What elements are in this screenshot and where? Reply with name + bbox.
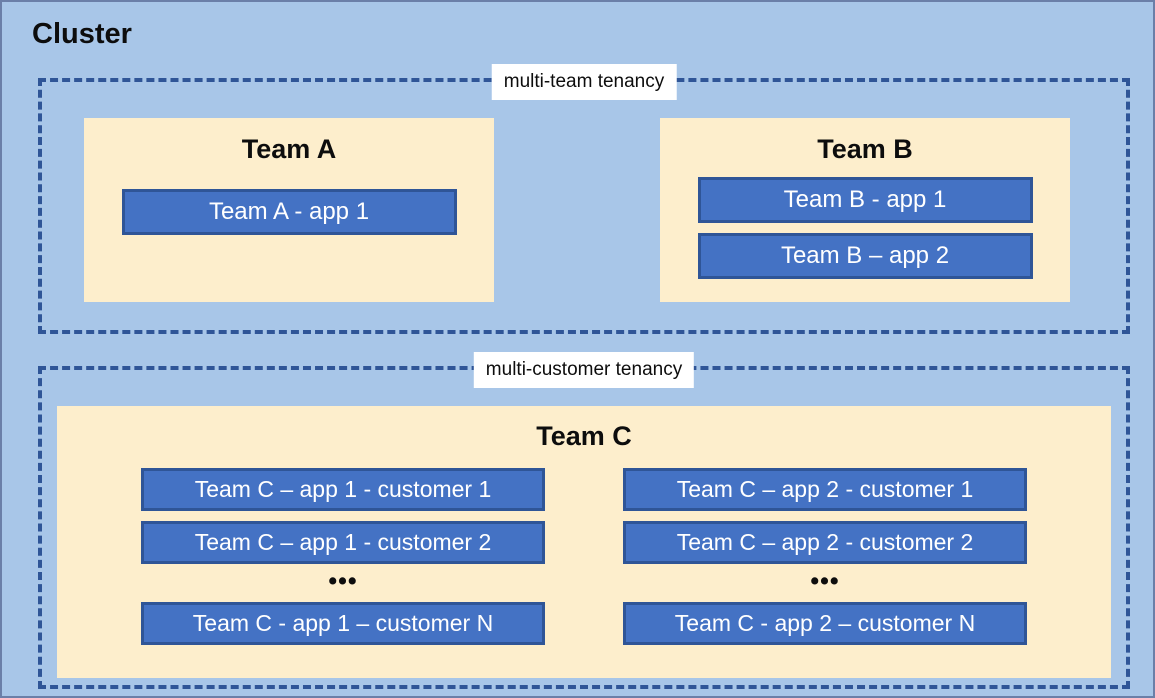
- app-column-team-c-app-1: Team C – app 1 - customer 1 Team C – app…: [141, 468, 545, 645]
- app-list-team-a: Team A - app 1: [121, 189, 457, 235]
- app-box-team-c-app-1-customer-2[interactable]: Team C – app 1 - customer 2: [141, 521, 545, 564]
- app-column-team-c-app-2: Team C – app 2 - customer 1 Team C – app…: [623, 468, 1027, 645]
- app-box-team-c-app-1-customer-1[interactable]: Team C – app 1 - customer 1: [141, 468, 545, 511]
- app-list-team-b: Team B - app 1 Team B – app 2: [697, 177, 1033, 279]
- cluster-title: Cluster: [32, 18, 132, 50]
- ellipsis-team-c-app-2: •••: [810, 567, 840, 595]
- app-box-team-c-app-2-customer-2[interactable]: Team C – app 2 - customer 2: [623, 521, 1027, 564]
- team-box-team-b: Team B Team B - app 1 Team B – app 2: [660, 118, 1070, 302]
- team-box-team-c: Team C Team C – app 1 - customer 1 Team …: [57, 406, 1111, 678]
- team-title-team-b: Team B: [817, 134, 913, 164]
- tenancy-group-multi-team: multi-team tenancy: [38, 64, 1130, 334]
- app-box-team-c-app-2-customer-1[interactable]: Team C – app 2 - customer 1: [623, 468, 1027, 511]
- tenancy-group-multi-customer: multi-customer tenancy: [38, 352, 1130, 689]
- app-box-team-c-app-2-customer-n[interactable]: Team C - app 2 – customer N: [623, 602, 1027, 645]
- app-box-team-b-app-1[interactable]: Team B - app 1: [697, 177, 1033, 223]
- app-box-team-a-app-1[interactable]: Team A - app 1: [121, 189, 457, 235]
- app-box-team-b-app-2[interactable]: Team B – app 2: [697, 233, 1033, 279]
- team-box-team-a: Team A Team A - app 1: [84, 118, 494, 302]
- tenancy-group-label-multi-customer: multi-customer tenancy: [473, 352, 695, 388]
- app-box-team-c-app-1-customer-n[interactable]: Team C - app 1 – customer N: [141, 602, 545, 645]
- tenancy-group-label-multi-team: multi-team tenancy: [491, 64, 677, 100]
- ellipsis-team-c-app-1: •••: [328, 567, 358, 595]
- app-columns-team-c: Team C – app 1 - customer 1 Team C – app…: [57, 468, 1111, 645]
- team-title-team-c: Team C: [536, 421, 632, 451]
- team-title-team-a: Team A: [241, 134, 337, 164]
